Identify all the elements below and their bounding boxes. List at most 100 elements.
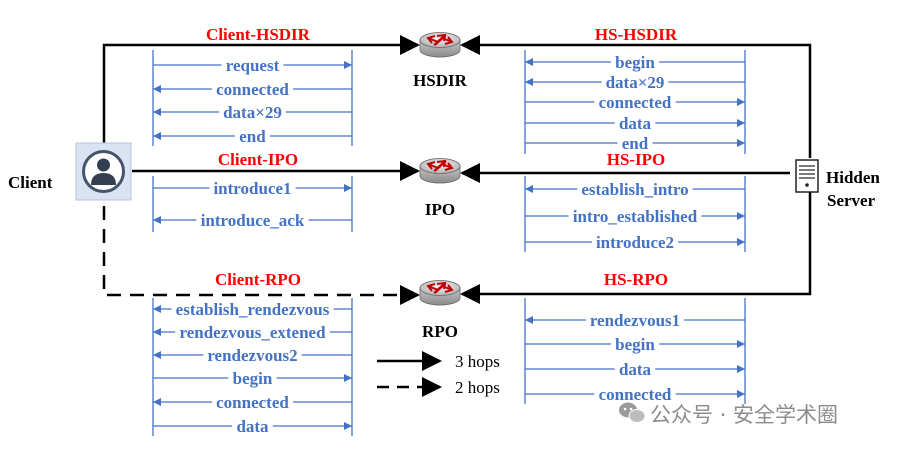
arrowhead: [153, 351, 161, 359]
ipo-label: IPO: [425, 200, 455, 219]
section-title-client-ipo: Client-IPO: [218, 150, 298, 169]
message-label: rendezvous1: [590, 311, 680, 330]
message-arrow: establish_intro: [525, 180, 745, 199]
section-title-hs-ipo: HS-IPO: [607, 150, 666, 169]
message-arrow: connected: [525, 93, 745, 112]
message-label: establish_intro: [581, 180, 688, 199]
message-label: rendezvous_extened: [179, 323, 326, 342]
message-arrow: connected: [153, 393, 352, 412]
section-title-hs-rpo: HS-RPO: [604, 270, 668, 289]
arrowhead: [153, 398, 161, 406]
arrowhead: [344, 422, 352, 430]
arrowhead: [737, 340, 745, 348]
message-label: data×29: [606, 73, 665, 92]
message-label: connected: [216, 80, 289, 99]
message-group-client-rpo: establish_rendezvous rendezvous_extenedre…: [152, 298, 353, 436]
message-arrow: rendezvous2: [153, 346, 352, 365]
client-label: Client: [8, 173, 53, 192]
message-label: introduce2: [596, 233, 674, 252]
section-title-hs-hsdir: HS-HSDIR: [595, 25, 678, 44]
arrowhead: [737, 238, 745, 246]
message-arrow: end: [153, 127, 352, 146]
router-icon: [419, 280, 461, 306]
message-arrow: data×29: [153, 103, 352, 122]
message-label: connected: [216, 393, 289, 412]
arrowhead: [153, 216, 161, 224]
arrowhead: [153, 132, 161, 140]
path-hs-rpo: [460, 190, 812, 304]
router-icon: [419, 32, 461, 58]
arrowhead: [525, 78, 533, 86]
arrowhead: [344, 184, 352, 192]
message-arrow: begin: [525, 53, 745, 72]
arrowhead: [153, 108, 161, 116]
message-label: request: [226, 56, 280, 75]
arrowhead: [737, 212, 745, 220]
message-arrow: introduce1: [153, 179, 352, 198]
hsdir-label: HSDIR: [413, 71, 468, 90]
message-label: connected: [599, 385, 672, 404]
message-label: connected: [599, 93, 672, 112]
legend: 3 hops 2 hops: [377, 351, 500, 397]
message-group-client-hsdir: request connected data×29 end: [152, 50, 353, 146]
wechat-icon: [619, 402, 646, 423]
message-arrow: rendezvous_extened: [153, 323, 352, 342]
message-arrow: data: [153, 417, 352, 436]
message-label: data: [619, 114, 652, 133]
message-label: intro_established: [573, 207, 698, 226]
section-title-client-hsdir: Client-HSDIR: [206, 25, 311, 44]
path-hs-hsdir: [460, 35, 812, 158]
hidden-server-label-line1: Hidden: [826, 168, 880, 187]
message-label: end: [239, 127, 266, 146]
message-label: begin: [615, 335, 655, 354]
arrowhead: [153, 305, 161, 313]
arrowhead: [344, 61, 352, 69]
message-label: introduce_ack: [201, 211, 305, 230]
message-arrow: request: [153, 56, 352, 75]
message-label: introduce1: [213, 179, 291, 198]
message-label: rendezvous2: [207, 346, 297, 365]
message-label: establish_rendezvous: [176, 300, 330, 319]
path-client-rpo: [102, 206, 420, 305]
message-label: end: [622, 134, 649, 153]
message-arrow: end: [525, 134, 745, 153]
message-arrow: introduce2: [525, 233, 745, 252]
watermark: 公众号 · 安全学术圈: [619, 402, 838, 427]
arrowhead: [344, 374, 352, 382]
message-arrow: begin: [153, 369, 352, 388]
message-arrow: introduce_ack: [153, 211, 352, 230]
message-label: data: [236, 417, 269, 436]
hidden-server-label-line2: Server: [827, 191, 876, 210]
watermark-text: 公众号 · 安全学术圈: [650, 403, 838, 427]
message-group-client-ipo: introduce1 introduce_ack: [152, 176, 353, 232]
section-title-client-rpo: Client-RPO: [215, 270, 301, 289]
message-arrow: connected: [525, 385, 745, 404]
user-avatar-icon: [75, 142, 132, 201]
rpo-label: RPO: [422, 322, 458, 341]
arrowhead: [525, 185, 533, 193]
arrowhead: [525, 58, 533, 66]
message-arrow: intro_established: [525, 207, 745, 226]
message-label: data×29: [223, 103, 282, 122]
message-arrow: data: [525, 360, 745, 379]
arrowhead: [737, 390, 745, 398]
message-arrow: establish_rendezvous: [153, 300, 352, 319]
legend-solid-label: 3 hops: [455, 352, 500, 371]
message-label: data: [619, 360, 652, 379]
message-arrow: rendezvous1: [525, 311, 745, 330]
server-icon: [795, 159, 819, 193]
router-icon: [419, 158, 461, 184]
arrowhead: [737, 119, 745, 127]
message-group-hs-rpo: rendezvous1 begin data connected: [524, 298, 746, 404]
legend-dashed-label: 2 hops: [455, 378, 500, 397]
arrowhead: [153, 85, 161, 93]
path-client-hsdir: [102, 35, 420, 148]
arrowhead: [737, 98, 745, 106]
arrowhead: [153, 328, 161, 336]
arrowhead: [525, 316, 533, 324]
message-arrow: data: [525, 114, 745, 133]
arrowhead: [737, 139, 745, 147]
